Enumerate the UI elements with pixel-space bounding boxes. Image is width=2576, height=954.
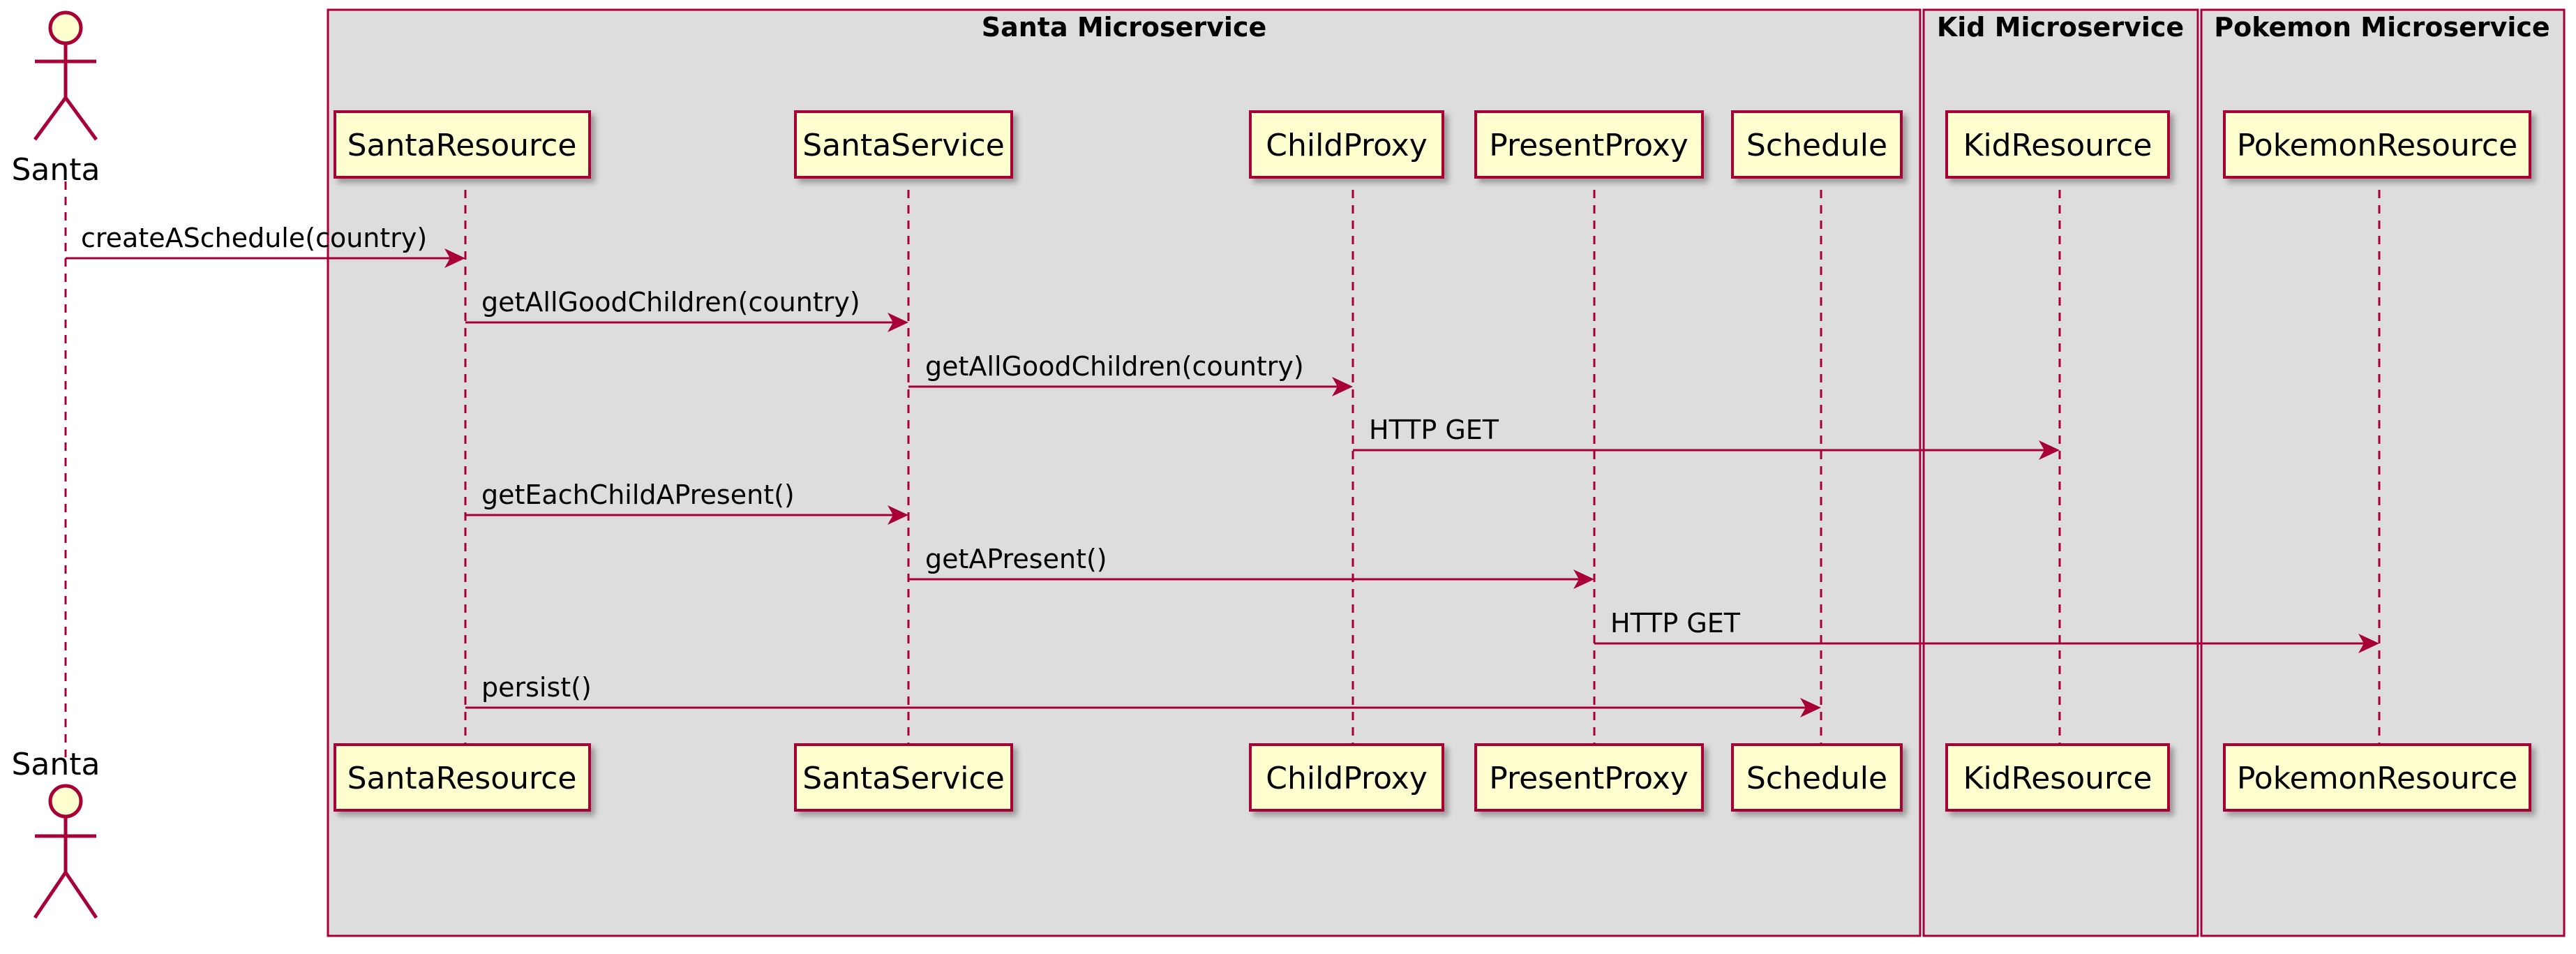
message-get-a-present: getAPresent() [908, 544, 1594, 589]
participant-label: PresentProxy [1489, 761, 1688, 796]
stick-figure-icon [33, 784, 98, 919]
participant-label: ChildProxy [1266, 128, 1428, 163]
stick-figure-icon [33, 10, 98, 141]
message-http-get-pokemon: HTTP GET [1594, 608, 2379, 653]
participant-kid-resource: KidResource [1945, 110, 2170, 179]
participant-kid-resource: KidResource [1945, 743, 2170, 812]
participant-santa-service: SantaService [794, 110, 1013, 179]
participant-santa-resource: SantaResource [334, 110, 591, 179]
participant-label: ChildProxy [1266, 761, 1428, 796]
message-label: HTTP GET [1610, 608, 1741, 639]
participant-label: SantaResource [347, 128, 577, 163]
message-label: getAPresent() [925, 544, 1107, 574]
message-create-a-schedule: createASchedule(country) [66, 223, 465, 268]
participant-schedule: Schedule [1731, 110, 1903, 179]
participant-santa-service: SantaService [794, 743, 1013, 812]
participant-present-proxy: PresentProxy [1474, 743, 1704, 812]
message-label: getAllGoodChildren(country) [481, 287, 860, 318]
participant-present-proxy: PresentProxy [1474, 110, 1704, 179]
actor-santa-bottom: Santa [12, 747, 100, 919]
actor-santa-top: Santa [12, 10, 100, 188]
message-persist: persist() [465, 672, 1821, 717]
message-label: persist() [481, 672, 592, 703]
participant-label: KidResource [1963, 128, 2152, 163]
box-title-kid: Kid Microservice [1937, 12, 2184, 43]
participant-label: PresentProxy [1489, 128, 1688, 163]
participant-label: PokemonResource [2237, 761, 2517, 796]
message-label: HTTP GET [1369, 415, 1499, 445]
messages: createASchedule(country) getAllGoodChild… [66, 223, 2379, 717]
participant-child-proxy: ChildProxy [1249, 110, 1444, 179]
participant-label: Schedule [1746, 761, 1887, 796]
box-title-pokemon: Pokemon Microservice [2214, 12, 2549, 43]
participant-label: SantaService [802, 128, 1005, 163]
participant-label: SantaResource [347, 761, 577, 796]
actor-name: Santa [12, 747, 100, 782]
participant-santa-resource: SantaResource [334, 743, 591, 812]
message-label: getEachChildAPresent() [481, 479, 795, 510]
message-label: createASchedule(country) [81, 223, 427, 253]
participant-label: Schedule [1746, 128, 1887, 163]
message-get-all-good-children-2: getAllGoodChildren(country) [908, 351, 1353, 396]
box-title-santa: Santa Microservice [982, 12, 1267, 43]
message-get-each-child-a-present: getEachChildAPresent() [465, 479, 908, 525]
participant-child-proxy: ChildProxy [1249, 743, 1444, 812]
message-http-get-kid: HTTP GET [1353, 415, 2060, 460]
participant-pokemon-resource: PokemonResource [2223, 743, 2531, 812]
participant-label: KidResource [1963, 761, 2152, 796]
message-label: getAllGoodChildren(country) [925, 351, 1304, 382]
participants-top: SantaResource SantaService ChildProxy Pr… [334, 110, 2531, 179]
participant-pokemon-resource: PokemonResource [2223, 110, 2531, 179]
participant-label: SantaService [802, 761, 1005, 796]
lifelines [64, 181, 2381, 757]
actor-name: Santa [12, 152, 100, 188]
participant-label: PokemonResource [2237, 128, 2517, 163]
participants-bottom: SantaResource SantaService ChildProxy Pr… [334, 743, 2531, 812]
participant-schedule: Schedule [1731, 743, 1903, 812]
message-get-all-good-children-1: getAllGoodChildren(country) [465, 287, 908, 332]
